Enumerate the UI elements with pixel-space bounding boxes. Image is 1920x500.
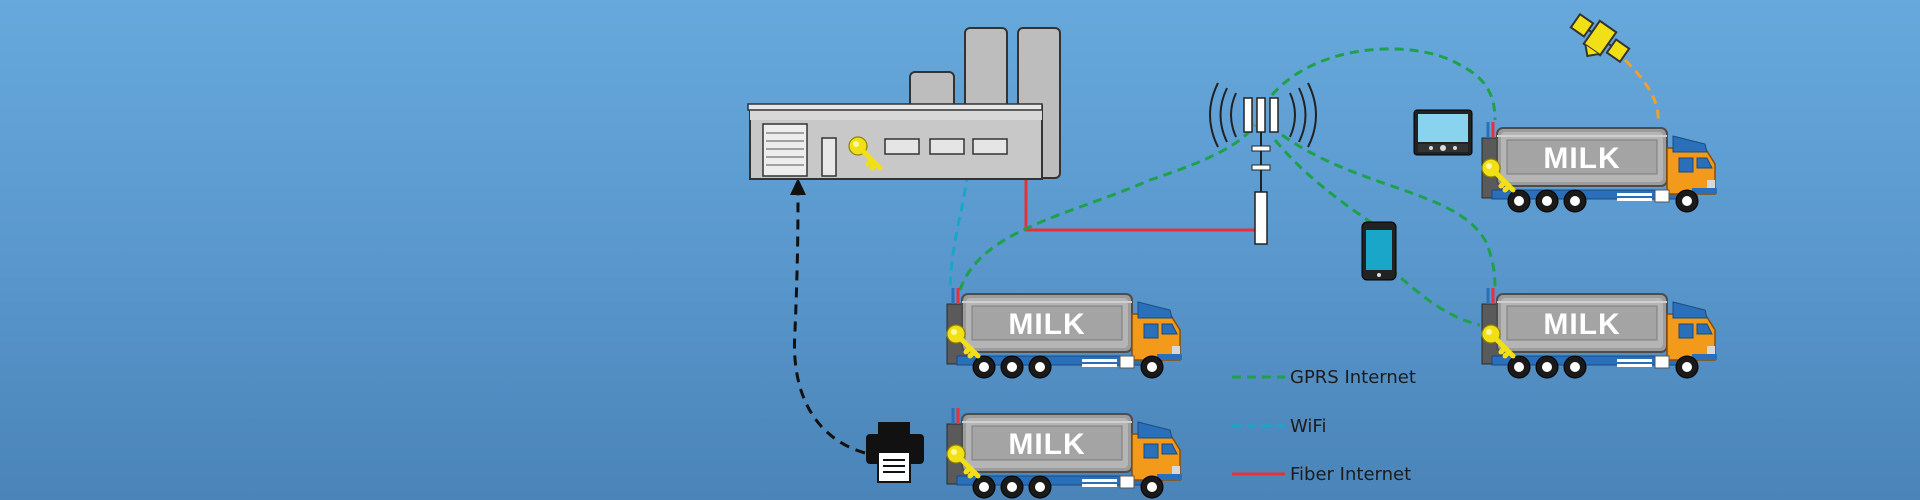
- printer-icon: [866, 422, 924, 483]
- gps-line: [1623, 58, 1660, 123]
- gprs-line-phone: [1273, 139, 1376, 227]
- cell-tower-icon: [1209, 82, 1317, 245]
- milk-truck-mid: MILK: [947, 286, 1184, 380]
- gprs-line-truck-top: [1270, 47, 1497, 121]
- legend-label-fiber: Fiber Internet: [1290, 464, 1411, 485]
- gprs-line-truck1: [958, 124, 1257, 291]
- truck-label: MILK: [1543, 142, 1620, 175]
- milk-truck-top: MILK: [1482, 120, 1719, 214]
- legend-item-gprs: GPRS Internet: [1232, 367, 1416, 388]
- satellite-icon: [1569, 12, 1631, 64]
- legend-label-gprs: GPRS Internet: [1290, 367, 1416, 388]
- factory-icon: [747, 27, 1061, 180]
- fiber-line: [1024, 180, 1255, 232]
- legend-item-wifi: WiFi: [1232, 416, 1326, 437]
- legend-item-fiber: Fiber Internet: [1232, 464, 1411, 485]
- gprs-line-phone-truck: [1388, 266, 1481, 327]
- truck-label: MILK: [1008, 308, 1085, 341]
- legend: GPRS Internet WiFi Fiber Internet: [1232, 367, 1416, 485]
- truck-label: MILK: [1543, 308, 1620, 341]
- smartphone-icon: [1361, 221, 1397, 281]
- gprs-line-truck-right: [1281, 133, 1497, 291]
- print-line: [792, 189, 866, 455]
- tablet-icon: [1413, 109, 1473, 156]
- connection-lines: [790, 47, 1660, 455]
- truck-label: MILK: [1008, 428, 1085, 461]
- legend-label-wifi: WiFi: [1290, 416, 1326, 437]
- milk-truck-right: MILK: [1482, 286, 1719, 380]
- print-arrowhead: [790, 178, 806, 195]
- milk-truck-bottom: MILK: [947, 406, 1184, 500]
